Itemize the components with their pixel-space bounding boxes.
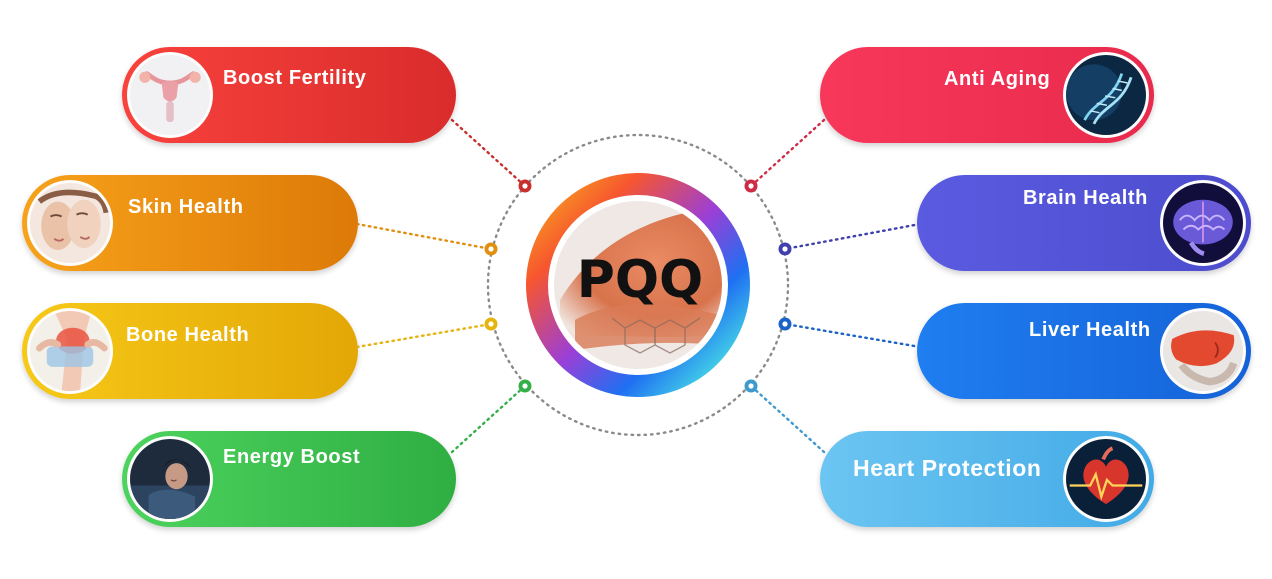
benefit-pill-anti-aging[interactable]: Anti Aging: [820, 47, 1154, 143]
connector-line-bone-health: [355, 322, 493, 349]
dna-icon: [1063, 52, 1149, 138]
face-icon: [27, 180, 113, 266]
benefit-pill-heart-protection[interactable]: Heart Protection: [820, 431, 1154, 527]
benefit-pill-bone-health[interactable]: Bone Health: [22, 303, 358, 399]
benefit-pill-energy-boost[interactable]: Energy Boost: [122, 431, 456, 527]
connector-dot-center: [748, 183, 754, 189]
connector-line-liver-health: [783, 322, 922, 349]
benefit-pill-liver-health[interactable]: Liver Health: [917, 303, 1251, 399]
pqq-center-disc: [526, 173, 750, 397]
connector-dot-center: [782, 246, 788, 252]
connector-dot-center: [488, 321, 494, 327]
orbit-ring: [486, 133, 790, 437]
uterus-icon: [127, 52, 213, 138]
connector-line-skin-health: [355, 222, 493, 251]
liver-icon: [1160, 308, 1246, 394]
benefit-pill-skin-health[interactable]: Skin Health: [22, 175, 358, 271]
benefit-label: Boost Fertility: [223, 67, 367, 89]
benefit-label: Liver Health: [1029, 319, 1151, 341]
benefit-pill-boost-fertility[interactable]: Boost Fertility: [122, 47, 456, 143]
benefit-label: Brain Health: [1023, 187, 1149, 209]
benefit-label: Heart Protection: [853, 455, 1042, 481]
benefit-label: Skin Health: [128, 196, 244, 218]
connector-line-energy-boost: [450, 384, 527, 454]
connector-dot-center: [488, 246, 494, 252]
benefit-label: Bone Health: [126, 324, 250, 346]
connector-dot-center: [782, 321, 788, 327]
benefit-pill-brain-health[interactable]: Brain Health: [917, 175, 1251, 271]
heart-icon: [1063, 436, 1149, 522]
connector-line-anti-aging: [749, 118, 826, 188]
connector-dot-center: [748, 383, 754, 389]
connector-dot-center: [522, 183, 528, 189]
sleeping-woman-icon: [127, 436, 213, 522]
knee-icon: [27, 308, 113, 394]
center-title: PQQ: [576, 250, 704, 310]
connector-line-heart-protection: [749, 384, 826, 454]
connector-line-brain-health: [783, 222, 922, 251]
connector-dot-center: [522, 383, 528, 389]
connector-line-boost-fertility: [450, 118, 527, 188]
benefit-label: Anti Aging: [944, 68, 1051, 90]
brain-icon: [1160, 180, 1246, 266]
benefit-label: Energy Boost: [223, 446, 361, 468]
